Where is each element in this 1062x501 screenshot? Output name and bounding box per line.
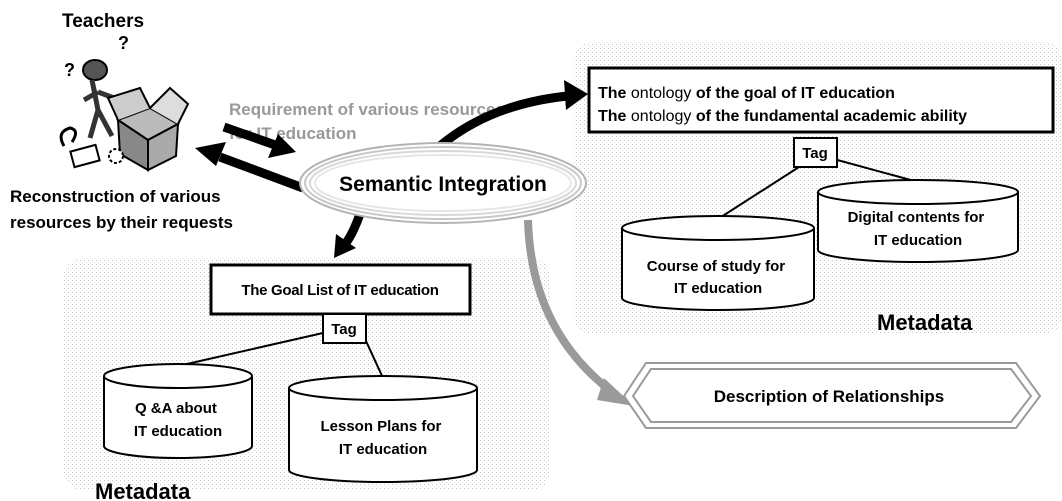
tag-box-right: Tag [793, 137, 838, 168]
description-relationships-node: Description of Relationships [622, 362, 1042, 429]
connector-tag-qa [177, 332, 324, 367]
svg-text:Tag: Tag [802, 145, 828, 162]
connector-tag-course [717, 166, 800, 220]
reconstruction-text: Reconstruction of various resources by t… [10, 187, 233, 232]
ontology-line-1: The ontology of the goal of IT education [598, 85, 895, 102]
svg-text:Description of Relationships: Description of Relationships [714, 387, 944, 406]
cylinder-lesson-plans: Lesson Plans for IT education [288, 375, 478, 483]
svg-text:?: ? [64, 60, 75, 80]
svg-text:Lesson Plans for IT educ: Lesson Plans for IT education [320, 418, 445, 458]
metadata-label-left: Metadata [95, 479, 191, 501]
arrow-to-goal-list [334, 212, 365, 258]
goal-list-box: The Goal List of IT education [209, 263, 472, 316]
svg-text:The Goal List of IT education: The Goal List of IT education [241, 282, 438, 299]
svg-text:Digital contents for IT: Digital contents for IT education [848, 209, 989, 249]
svg-text:Tag: Tag [331, 321, 357, 338]
cylinder-digital-contents: Digital contents for IT education [817, 179, 1019, 263]
arrow-to-description [524, 219, 634, 406]
cylinder-course-of-study: Course of study for IT education [621, 215, 815, 311]
teacher-illustration-icon: ? ? [59, 33, 190, 172]
svg-text:?: ? [118, 33, 129, 53]
connector-tag-lesson [365, 340, 384, 379]
tag-box-left: Tag [322, 313, 367, 344]
arrow-to-teachers [195, 142, 305, 193]
svg-text:Course of study for IT e: Course of study for IT education [647, 258, 790, 297]
arrow-to-ontology [437, 80, 588, 150]
teachers-label: Teachers [62, 11, 144, 32]
svg-text:Q &A about IT education: Q &A about IT education [134, 400, 222, 440]
metadata-label-right: Metadata [877, 310, 973, 335]
arrow-to-integration [222, 122, 296, 158]
semantic-integration-label: Semantic Integration [339, 173, 547, 196]
connector-tag-digital [829, 157, 919, 183]
ontology-box: The ontology of the goal of IT education… [587, 66, 1055, 134]
cylinder-qa: Q &A about IT education [103, 363, 253, 459]
ontology-line-2: The ontology of the fundamental academic… [598, 108, 967, 125]
semantic-integration-node: Semantic Integration [299, 142, 587, 224]
